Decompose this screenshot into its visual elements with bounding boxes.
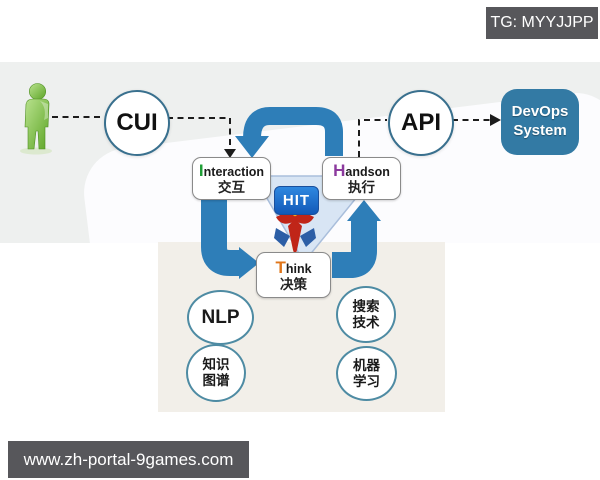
interaction-label: Interaction [198, 161, 265, 181]
handson-label: Handson [333, 161, 390, 181]
api-node: API [388, 90, 454, 156]
api-label: API [400, 109, 441, 136]
search-tech-line1: 搜索 [352, 298, 380, 314]
hit-label: HIT [282, 192, 311, 209]
devops-line2: System [513, 122, 567, 139]
cui-node: CUI [104, 90, 170, 156]
cui-label: CUI [116, 109, 158, 136]
handson-node: Handson 执行 [322, 157, 401, 200]
machine-learning-node: 机器 学习 [336, 346, 397, 401]
website-watermark-text: www.zh-portal-9games.com [23, 449, 234, 469]
think-node: Think 决策 [256, 252, 331, 298]
telegram-watermark-text: TG: MYYJJPP [490, 14, 594, 31]
think-label: Think [275, 257, 312, 277]
knowledge-graph-node: 知识 图谱 [186, 344, 246, 402]
hit-badge: HIT [274, 186, 319, 215]
devops-system-node: DevOps System [501, 89, 579, 155]
search-tech-line2: 技术 [352, 314, 380, 330]
interaction-label-zh: 交互 [218, 180, 245, 196]
devops-line1: DevOps [511, 103, 569, 121]
think-label-zh: 决策 [280, 276, 307, 292]
machine-learning-line1: 机器 [353, 357, 380, 373]
knowledge-graph-line1: 知识 [202, 357, 230, 373]
handson-label-zh: 执行 [348, 180, 375, 196]
search-tech-node: 搜索 技术 [336, 286, 396, 343]
nlp-label: NLP [201, 306, 240, 328]
telegram-watermark-badge: TG: MYYJJPP [486, 7, 598, 39]
website-watermark-badge: www.zh-portal-9games.com [8, 441, 249, 478]
machine-learning-line2: 学习 [353, 373, 380, 389]
nlp-node: NLP [187, 290, 254, 345]
knowledge-graph-line2: 图谱 [202, 373, 230, 388]
interaction-node: Interaction 交互 [192, 157, 271, 200]
